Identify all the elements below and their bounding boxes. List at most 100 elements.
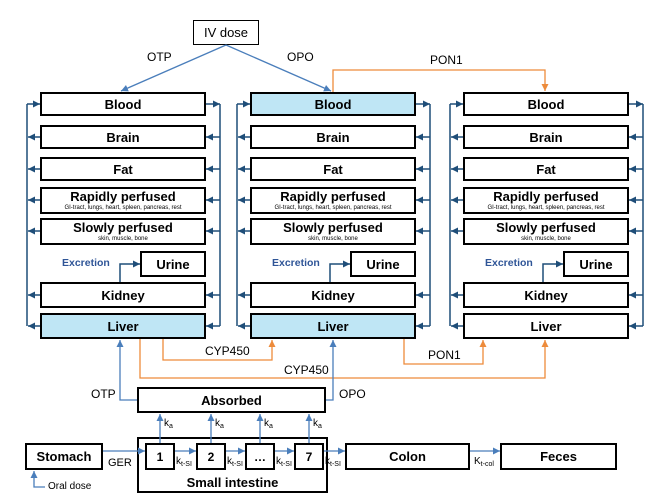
absorbed-box: Absorbed [137, 387, 326, 413]
ka-rate-label: ka [313, 418, 322, 430]
blood-box: Blood [40, 92, 206, 116]
ka-symbol: k [215, 418, 220, 429]
urine-box: Urine [350, 251, 416, 277]
liver-box: Liver [463, 313, 629, 339]
excretion-label: Excretion [485, 257, 533, 269]
transit-symbol: k [176, 456, 181, 467]
slowly-perfused-label: Slowly perfused [496, 220, 596, 235]
intestine-segment: 1 [145, 443, 175, 470]
colon-rate-label: Kt-col [474, 456, 494, 468]
brain-box: Brain [463, 125, 629, 149]
brain-box: Brain [250, 125, 416, 149]
colon-rate-subscript: t-col [480, 461, 494, 468]
colon-box: Colon [345, 443, 470, 470]
rapidly-perfused-box: Rapidly perfused GI-tract, lungs, heart,… [463, 187, 629, 214]
transit-subscript: t-SI [281, 461, 292, 468]
excretion-label: Excretion [272, 257, 320, 269]
transit-rate-label: kt-SI [325, 456, 341, 468]
pon1-liver-label: PON1 [428, 348, 461, 362]
kidney-box: Kidney [40, 282, 206, 308]
blood-label: Blood [527, 96, 565, 112]
ka-rate-label: ka [215, 418, 224, 430]
ka-symbol: k [164, 418, 169, 429]
ka-rate-label: ka [264, 418, 273, 430]
rapidly-perfused-label: Rapidly perfused [70, 189, 176, 204]
ka-rate-label: ka [164, 418, 173, 430]
transit-symbol: k [227, 456, 232, 467]
liver-label: Liver [107, 318, 139, 334]
cyp450-label: CYP450 [284, 363, 329, 377]
transit-symbol: k [325, 456, 330, 467]
fat-box: Fat [250, 157, 416, 181]
ka-symbol: k [313, 418, 318, 429]
transit-rate-label: kt-SI [276, 456, 292, 468]
colon-label: Colon [389, 449, 426, 464]
fat-label: Fat [323, 161, 343, 177]
brain-label: Brain [106, 129, 140, 145]
compartment-column-right: Blood Brain Fat Rapidly perfused GI-trac… [463, 0, 629, 503]
kidney-label: Kidney [311, 287, 355, 303]
fat-box: Fat [463, 157, 629, 181]
intestine-segment: … [245, 443, 275, 470]
stomach-box: Stomach [25, 443, 103, 470]
small-intestine-box: Small intestine [137, 437, 328, 493]
kidney-label: Kidney [101, 287, 145, 303]
iv-dose-box: IV dose [193, 20, 259, 45]
intestine-segment: 2 [196, 443, 226, 470]
fat-label: Fat [113, 161, 133, 177]
slowly-perfused-note: skin, muscle, bone [521, 236, 571, 242]
pon1-blood-label: PON1 [430, 53, 463, 67]
compartment-column-left: Blood Brain Fat Rapidly perfused GI-trac… [40, 0, 206, 503]
segment-label: 1 [156, 449, 164, 464]
rapidly-perfused-box: Rapidly perfused GI-tract, lungs, heart,… [250, 187, 416, 214]
transit-subscript: t-SI [330, 461, 341, 468]
slowly-perfused-note: skin, muscle, bone [308, 236, 358, 242]
ger-label: GER [108, 457, 132, 469]
rapidly-perfused-label: Rapidly perfused [280, 189, 386, 204]
urine-box: Urine [563, 251, 629, 277]
rapidly-perfused-label: Rapidly perfused [493, 189, 599, 204]
urine-box: Urine [140, 251, 206, 277]
iv-dose-label: IV dose [203, 25, 249, 40]
liver-box: Liver [250, 313, 416, 339]
blood-box: Blood [463, 92, 629, 116]
intestine-segment: 7 [294, 443, 324, 470]
segment-label: 7 [305, 449, 313, 464]
feces-label: Feces [540, 449, 577, 464]
small-intestine-label: Small intestine [186, 475, 279, 490]
transit-rate-label: kt-SI [176, 456, 192, 468]
blood-label: Blood [314, 96, 352, 112]
brain-label: Brain [529, 129, 563, 145]
kidney-box: Kidney [250, 282, 416, 308]
stomach-label: Stomach [36, 449, 92, 464]
colon-rate-symbol: K [474, 456, 481, 467]
liver-label: Liver [530, 318, 562, 334]
fat-label: Fat [536, 161, 556, 177]
fat-box: Fat [40, 157, 206, 181]
liver-label: Liver [317, 318, 349, 334]
slowly-perfused-note: skin, muscle, bone [98, 236, 148, 242]
slowly-perfused-label: Slowly perfused [283, 220, 383, 235]
excretion-label: Excretion [62, 257, 110, 269]
liver-box: Liver [40, 313, 206, 339]
ka-subscript: a [220, 423, 224, 430]
transit-symbol: k [276, 456, 281, 467]
rapidly-perfused-box: Rapidly perfused GI-tract, lungs, heart,… [40, 187, 206, 214]
slowly-perfused-box: Slowly perfused skin, muscle, bone [463, 218, 629, 245]
ka-subscript: a [169, 423, 173, 430]
kidney-label: Kidney [524, 287, 568, 303]
segment-label: 2 [207, 449, 215, 464]
slowly-perfused-box: Slowly perfused skin, muscle, bone [250, 218, 416, 245]
feces-box: Feces [500, 443, 617, 470]
oral-dose-label: Oral dose [48, 481, 92, 492]
kidney-box: Kidney [463, 282, 629, 308]
slowly-perfused-box: Slowly perfused skin, muscle, bone [40, 218, 206, 245]
transit-rate-label: kt-SI [227, 456, 243, 468]
rapidly-perfused-note: GI-tract, lungs, heart, spleen, pancreas… [274, 205, 392, 211]
urine-label: Urine [366, 256, 400, 272]
rapidly-perfused-note: GI-tract, lungs, heart, spleen, pancreas… [64, 205, 182, 211]
compartment-column-middle: Blood Brain Fat Rapidly perfused GI-trac… [250, 0, 416, 503]
urine-label: Urine [156, 256, 190, 272]
urine-label: Urine [579, 256, 613, 272]
opo-absorbed-label: OPO [339, 387, 366, 401]
